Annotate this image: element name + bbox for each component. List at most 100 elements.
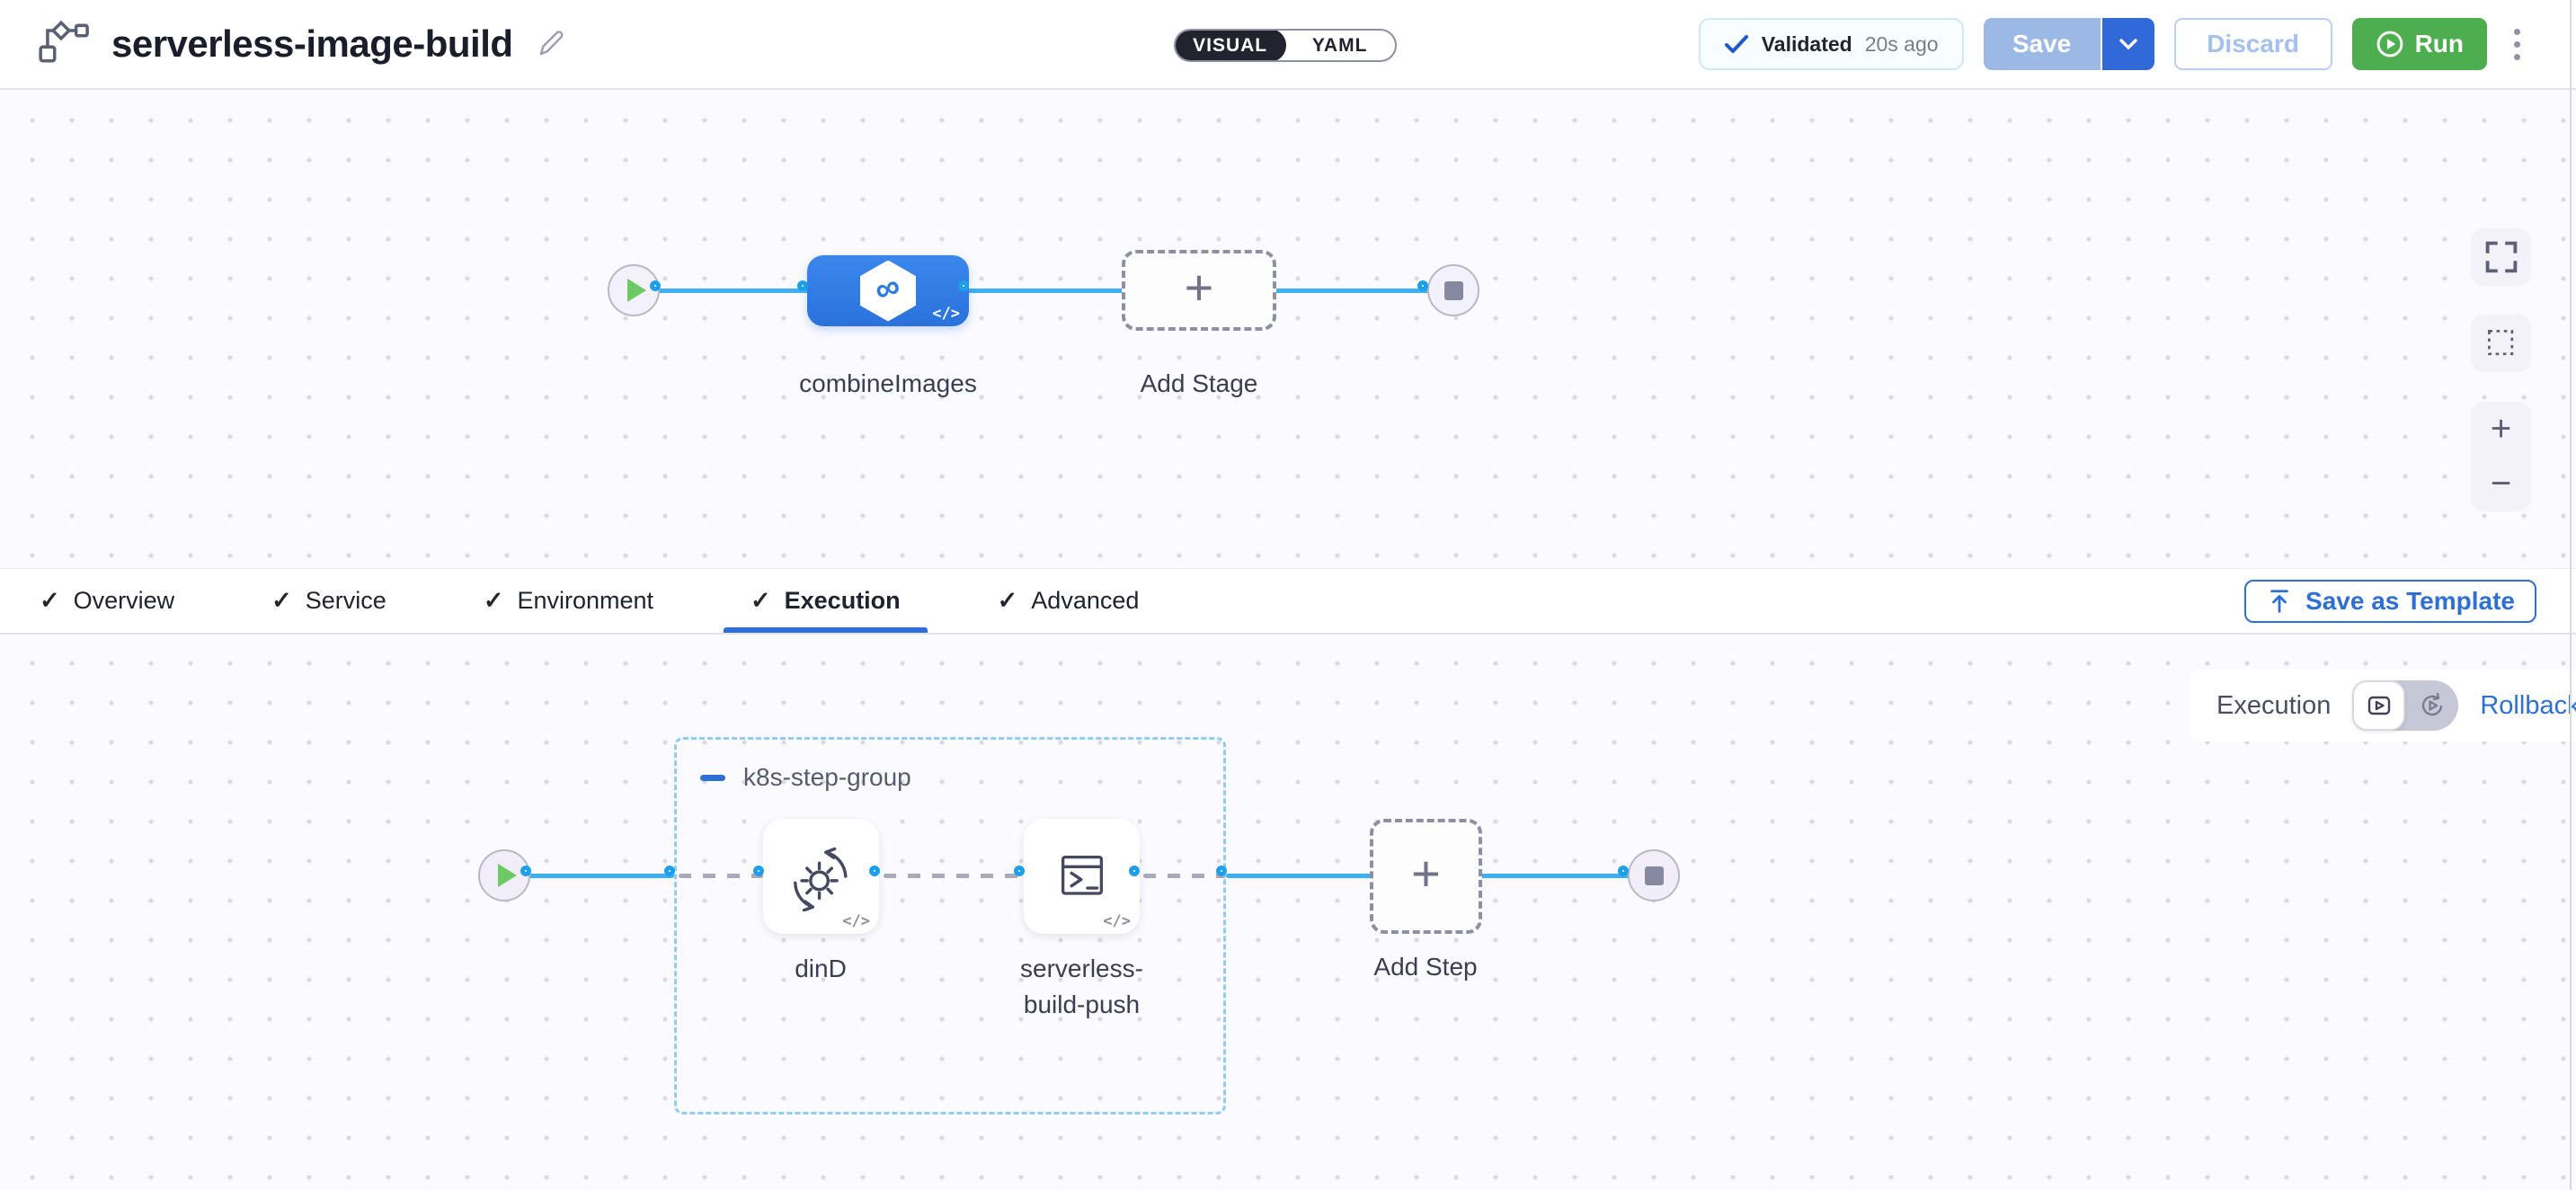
header: serverless-image-build VISUAL YAML Valid… (0, 0, 2576, 90)
check-icon: ✓ (997, 587, 1018, 614)
multi-select-button[interactable] (2471, 315, 2531, 372)
ci-stage-icon: ∞ (860, 260, 916, 322)
docker-in-docker-icon (793, 847, 848, 911)
zoom-controls: + − (2471, 402, 2531, 511)
execution-label: Execution (2216, 690, 2332, 720)
stage-canvas: ∞ </> combineImages + Add Stage + − (0, 92, 2576, 568)
stage-connector-line (638, 289, 1453, 293)
rollback-circle-play-icon (2421, 692, 2443, 716)
execution-canvas: Execution Rollback (0, 635, 2576, 1190)
tab-execution[interactable]: ✓ Execution (724, 569, 928, 633)
stage-label: combineImages (799, 369, 977, 397)
save-as-template-label: Save as Template (2305, 587, 2515, 615)
stage-code-icon: </> (932, 305, 960, 323)
step-code-icon: </> (842, 912, 870, 930)
save-as-template-button[interactable]: Save as Template (2244, 580, 2536, 623)
upload-icon (2270, 590, 2288, 613)
validated-label: Validated (1761, 31, 1852, 56)
connector-port (797, 280, 808, 291)
connector-port (1618, 866, 1629, 876)
scrollbar-track[interactable] (2570, 0, 2572, 1190)
header-left: serverless-image-build (32, 0, 567, 88)
add-step-button[interactable]: + (1370, 819, 1482, 934)
stage-card-combineimages[interactable]: ∞ </> (807, 255, 969, 326)
check-icon: ✓ (271, 587, 292, 614)
connector-port (1014, 866, 1025, 876)
run-play-icon (2376, 31, 2403, 58)
pipeline-end-node (1427, 264, 1479, 316)
execution-end-node (1628, 849, 1680, 901)
save-dropdown-button[interactable] (2101, 18, 2154, 70)
step-connector-dashed (884, 874, 1024, 878)
step-group-label: k8s-step-group (743, 763, 911, 791)
fullscreen-icon (2485, 241, 2517, 273)
check-icon (1724, 35, 1748, 53)
end-stop-icon (1644, 866, 1664, 885)
connector-port (664, 866, 675, 876)
execution-start-node (478, 849, 530, 901)
tab-overview[interactable]: ✓ Overview (40, 587, 175, 614)
connector-port (869, 866, 880, 876)
tab-advanced[interactable]: ✓ Advanced (997, 587, 1140, 614)
step-label-serverless-build-push: serverless-build-push (1020, 955, 1143, 1018)
execution-rollback-bar: Execution Rollback (2190, 670, 2576, 742)
collapse-group-icon[interactable] (700, 774, 725, 781)
connector-port (753, 866, 764, 876)
end-stop-icon (1443, 280, 1463, 300)
chevron-down-icon (2119, 38, 2137, 49)
visual-yaml-toggle: VISUAL YAML (1174, 29, 1397, 62)
tab-environment[interactable]: ✓ Environment (483, 587, 654, 614)
run-label: Run (2414, 30, 2464, 58)
step-group-k8s: k8s-step-group (674, 737, 1226, 1115)
execution-rollback-toggle (2352, 680, 2459, 731)
plus-icon: + (1184, 259, 1214, 315)
page-title: serverless-image-build (111, 22, 513, 65)
zoom-out-button[interactable]: − (2490, 464, 2512, 503)
connector-port (958, 280, 969, 291)
pipeline-start-node (608, 264, 660, 316)
add-step-label: Add Step (1373, 953, 1478, 981)
step-connector-dashed (1143, 874, 1226, 878)
rollback-view-button[interactable] (2405, 680, 2458, 731)
validated-badge[interactable]: Validated 20s ago (1698, 18, 1964, 70)
tab-service[interactable]: ✓ Service (271, 587, 386, 614)
check-icon: ✓ (483, 587, 504, 614)
pipeline-icon (32, 18, 90, 71)
check-icon: ✓ (40, 587, 60, 614)
fullscreen-button[interactable] (2471, 228, 2531, 286)
execution-play-icon (2367, 696, 2391, 715)
marquee-select-icon (2487, 330, 2513, 356)
check-icon: ✓ (751, 587, 771, 614)
zoom-in-button[interactable]: + (2490, 409, 2512, 448)
discard-button[interactable]: Discard (2173, 18, 2332, 70)
step-card-dind[interactable]: </> (763, 819, 879, 934)
step-connector-dashed (679, 874, 763, 878)
step-group-header: k8s-step-group (700, 763, 911, 792)
execution-view-button[interactable] (2352, 680, 2406, 731)
save-split-button: Save (1983, 18, 2154, 70)
run-script-icon (1061, 855, 1103, 895)
step-card-serverless-build-push[interactable]: </> (1024, 819, 1140, 934)
edit-title-icon[interactable] (535, 26, 567, 63)
pipeline-tabbar: ✓ Overview ✓ Service ✓ Environment ✓ Exe… (0, 568, 2576, 635)
start-play-icon (497, 864, 517, 887)
more-options-button[interactable] (2507, 23, 2527, 66)
plus-icon: + (1411, 845, 1441, 901)
connector-port (1417, 280, 1428, 291)
rollback-link[interactable]: Rollback (2480, 690, 2576, 720)
validated-time: 20s ago (1864, 31, 1939, 56)
toggle-visual[interactable]: VISUAL (1176, 31, 1287, 60)
header-actions: Validated 20s ago Save Discard Run (1698, 0, 2527, 88)
save-button[interactable]: Save (1983, 18, 2102, 70)
run-button[interactable]: Run (2351, 18, 2487, 70)
step-label-dind: dinD (795, 955, 847, 982)
step-code-icon: </> (1103, 912, 1131, 930)
add-stage-label: Add Stage (1140, 369, 1258, 397)
connector-port (1129, 866, 1140, 876)
start-play-icon (626, 279, 646, 302)
toggle-yaml[interactable]: YAML (1311, 34, 1368, 56)
add-stage-button[interactable]: + (1122, 250, 1276, 331)
connector-port (650, 280, 661, 291)
step-connector-line (526, 874, 674, 878)
